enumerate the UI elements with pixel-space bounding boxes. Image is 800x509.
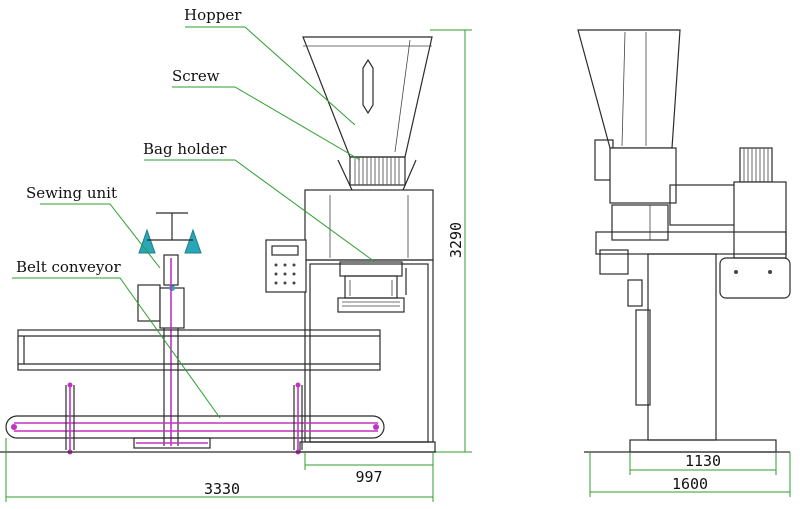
label-belt-conveyor: Belt conveyor bbox=[16, 258, 121, 276]
dim-side-width: 1600 bbox=[672, 475, 708, 493]
dim-total-length: 3330 bbox=[204, 480, 240, 498]
front-view bbox=[0, 36, 436, 455]
leader-lines bbox=[12, 26, 376, 419]
bag-holder bbox=[337, 261, 407, 313]
sewing-unit bbox=[137, 212, 202, 446]
dimension-lines bbox=[5, 29, 791, 502]
screw bbox=[337, 156, 417, 191]
label-hopper: Hopper bbox=[184, 6, 242, 24]
filler-frame bbox=[299, 189, 436, 453]
dim-height: 3290 bbox=[447, 222, 465, 258]
side-view bbox=[577, 29, 791, 453]
label-screw: Screw bbox=[172, 67, 220, 85]
label-sewing-unit: Sewing unit bbox=[26, 184, 117, 202]
label-bag-holder: Bag holder bbox=[143, 140, 227, 158]
control-panel bbox=[265, 239, 307, 293]
dim-filler-width: 997 bbox=[355, 468, 382, 486]
dim-side-base: 1130 bbox=[685, 452, 721, 470]
belt-conveyor bbox=[5, 329, 385, 455]
hopper bbox=[302, 36, 433, 158]
